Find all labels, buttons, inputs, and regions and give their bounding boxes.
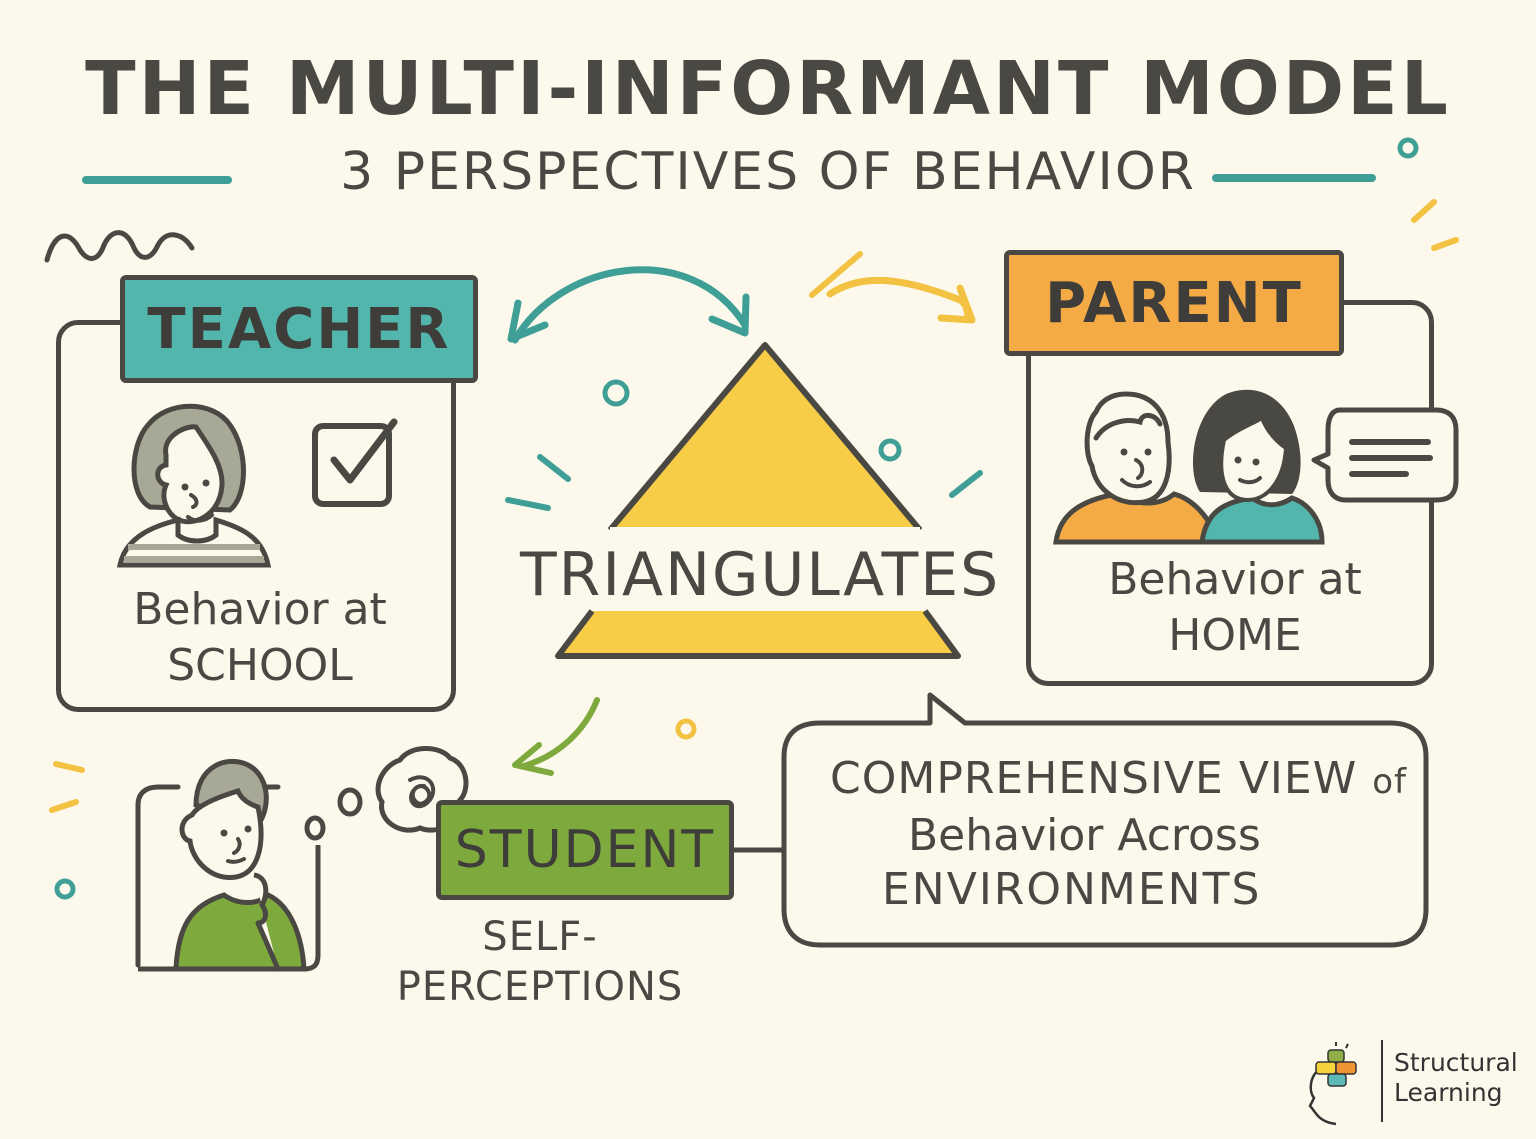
- logo-text: Structural Learning: [1394, 1048, 1518, 1108]
- speech-bubble-icon: [1311, 407, 1459, 503]
- logo-line2: Learning: [1394, 1078, 1503, 1107]
- parents-avatar-icon: [1053, 389, 1325, 545]
- teacher-caption-line2: SCHOOL: [167, 640, 353, 691]
- page-title: THE MULTI-INFORMANT MODEL: [85, 46, 1451, 132]
- summary-line1-suffix: of: [1372, 762, 1407, 802]
- teacher-avatar-icon: [116, 403, 272, 568]
- summary-text: COMPREHENSIVE VIEW of Behavior Across EN…: [790, 752, 1430, 917]
- student-label: STUDENT: [436, 800, 734, 900]
- parent-caption: Behavior at HOME: [1040, 552, 1430, 664]
- summary-line3: ENVIRONMENTS: [882, 864, 1262, 915]
- parent-caption-line2: HOME: [1168, 610, 1302, 661]
- student-caption: SELF-PERCEPTIONS: [396, 914, 684, 1010]
- teacher-caption-line1: Behavior at: [133, 584, 387, 635]
- triangle-icon: [555, 342, 961, 659]
- page-subtitle: 3 PERSPECTIVES OF BEHAVIOR: [340, 142, 1196, 202]
- teacher-label: TEACHER: [120, 275, 478, 383]
- triangulates-label: TRIANGULATES: [520, 540, 1001, 610]
- summary-bubble: [781, 692, 1429, 948]
- summary-line2: Behavior Across: [908, 810, 1261, 861]
- checkbox-checked-icon: [312, 418, 398, 507]
- summary-line1: COMPREHENSIVE VIEW: [830, 753, 1358, 804]
- teacher-caption: Behavior at SCHOOL: [70, 582, 450, 694]
- thinking-student-icon: [135, 758, 321, 972]
- parent-label: PARENT: [1004, 250, 1344, 356]
- logo-line1: Structural: [1394, 1048, 1518, 1077]
- parent-caption-line1: Behavior at: [1108, 554, 1362, 605]
- structural-learning-logo-icon: [1308, 1042, 1357, 1126]
- logo-divider: [1381, 1040, 1383, 1122]
